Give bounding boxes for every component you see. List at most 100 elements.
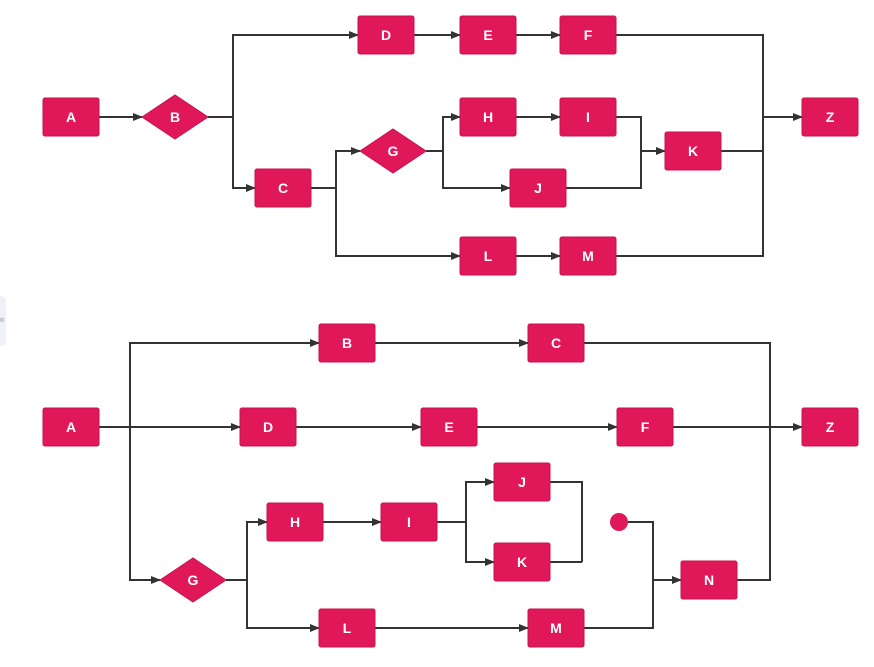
process-box [459, 15, 517, 55]
node-t-L[interactable]: L [459, 236, 517, 276]
node-label: A [66, 419, 76, 435]
node-b-N[interactable]: N [680, 560, 738, 600]
edge-t-G-to-t-J [442, 151, 511, 192]
node-label: G [188, 572, 199, 588]
decision-diamond [141, 94, 209, 140]
node-t-E[interactable]: E [459, 15, 517, 55]
edge-t-G-to-t-H [426, 113, 461, 152]
node-b-D[interactable]: D [239, 407, 297, 447]
node-label: B [342, 335, 352, 351]
node-t-G[interactable]: G [359, 128, 427, 174]
node-b-A[interactable]: A [42, 407, 100, 447]
junction-dot [610, 513, 628, 531]
edge-t-K-to-t-Z [721, 117, 764, 152]
node-label: K [517, 554, 527, 570]
process-box [266, 502, 324, 542]
edge-b-J-to-b-junction [550, 481, 583, 562]
edge-b-G-to-b-L [246, 580, 320, 632]
node-b-junction[interactable] [610, 513, 628, 531]
node-label: D [381, 27, 391, 43]
edge-b-A-to-b-B [99, 339, 320, 428]
node-label: C [551, 335, 561, 351]
edge-b-I-to-b-K [465, 522, 495, 566]
edge-b-A-to-b-G [129, 427, 161, 584]
node-b-E[interactable]: E [420, 407, 478, 447]
node-label: E [483, 27, 492, 43]
node-label: F [641, 419, 650, 435]
node-t-H[interactable]: H [459, 97, 517, 137]
node-label: L [343, 620, 352, 636]
process-box [459, 236, 517, 276]
edge-t-I-to-t-K [616, 116, 666, 155]
node-label: M [550, 620, 562, 636]
process-box [559, 97, 617, 137]
process-box [509, 168, 567, 208]
node-t-Z[interactable]: Z [801, 97, 859, 137]
collapse-chevron-icon: « [0, 313, 5, 326]
process-box [357, 15, 415, 55]
node-t-J[interactable]: J [509, 168, 567, 208]
node-b-B[interactable]: B [318, 323, 376, 363]
node-label: J [518, 474, 526, 490]
node-t-A[interactable]: A [42, 97, 100, 137]
node-t-M[interactable]: M [559, 236, 617, 276]
nodes-layer: A B C D E F G H I J K L M Z A B C D E F G H I J K L M N Z [42, 15, 859, 648]
process-box [680, 560, 738, 600]
node-b-K[interactable]: K [493, 542, 551, 582]
node-t-F[interactable]: F [559, 15, 617, 55]
edge-b-I-to-b-J [437, 478, 495, 523]
edges-layer [99, 31, 803, 632]
node-t-K[interactable]: K [664, 131, 722, 171]
process-box [380, 502, 438, 542]
process-box [42, 407, 100, 447]
process-box [420, 407, 478, 447]
process-box [664, 131, 722, 171]
process-box [493, 462, 551, 502]
decision-diamond [359, 128, 427, 174]
node-label: Z [826, 109, 835, 125]
node-label: I [586, 109, 590, 125]
edge-t-J-to-t-K [566, 151, 642, 189]
node-b-M[interactable]: M [527, 608, 585, 648]
process-box [318, 608, 376, 648]
node-t-B[interactable]: B [141, 94, 209, 140]
node-t-D[interactable]: D [357, 15, 415, 55]
edge-b-C-to-b-Z [584, 342, 803, 431]
node-label: M [582, 248, 594, 264]
node-b-G[interactable]: G [159, 557, 227, 603]
edge-t-B-to-t-C [232, 117, 256, 192]
process-box [801, 407, 859, 447]
edge-t-C-to-t-G [311, 147, 361, 189]
edge-b-N-to-b-Z [737, 427, 771, 581]
node-label: N [704, 572, 714, 588]
node-label: C [278, 180, 288, 196]
node-b-Z[interactable]: Z [801, 407, 859, 447]
edge-t-M-to-t-Z [616, 117, 764, 257]
process-box [254, 168, 312, 208]
process-box [493, 542, 551, 582]
process-box [559, 236, 617, 276]
node-b-J[interactable]: J [493, 462, 551, 502]
process-box [459, 97, 517, 137]
node-label: A [66, 109, 76, 125]
process-box [42, 97, 100, 137]
collapse-panel-tab[interactable]: « [0, 296, 6, 346]
process-box [527, 323, 585, 363]
node-label: H [483, 109, 493, 125]
node-t-I[interactable]: I [559, 97, 617, 137]
edge-b-M-to-b-N [584, 580, 654, 629]
node-label: J [534, 180, 542, 196]
node-b-H[interactable]: H [266, 502, 324, 542]
edge-b-junction-to-b-N [628, 521, 682, 584]
node-label: B [170, 109, 180, 125]
node-b-I[interactable]: I [380, 502, 438, 542]
node-b-F[interactable]: F [616, 407, 674, 447]
node-label: D [263, 419, 273, 435]
node-b-C[interactable]: C [527, 323, 585, 363]
node-label: Z [826, 419, 835, 435]
node-t-C[interactable]: C [254, 168, 312, 208]
node-b-L[interactable]: L [318, 608, 376, 648]
process-box [616, 407, 674, 447]
node-label: F [584, 27, 593, 43]
